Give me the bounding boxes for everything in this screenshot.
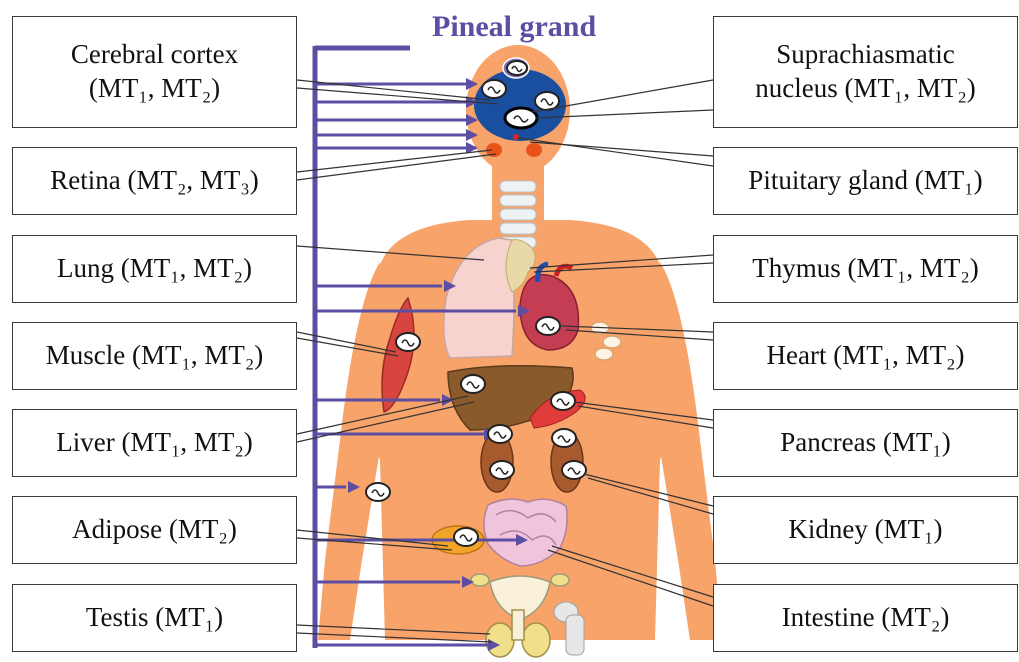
label-intestine: Intestine (MT₂)	[713, 584, 1018, 652]
label-line: Muscle (MT₁, MT₂)	[46, 339, 264, 373]
label-line: Intestine (MT₂)	[782, 601, 950, 635]
label-line: Testis (MT₁)	[86, 601, 223, 635]
label-line: Cerebral cortex	[71, 38, 238, 72]
label-line: Lung (MT₁, MT₂)	[57, 252, 252, 286]
label-kidney: Kidney (MT₁)	[713, 496, 1018, 564]
label-line: Kidney (MT₁)	[788, 513, 942, 547]
spine	[500, 181, 536, 248]
label-line: Heart (MT₁, MT₂)	[766, 339, 964, 373]
label-muscle: Muscle (MT₁, MT₂)	[12, 322, 297, 390]
label-line: (MT₁, MT₂)	[89, 72, 220, 106]
label-line: Pituitary gland (MT₁)	[748, 164, 982, 198]
label-line: Liver (MT₁, MT₂)	[56, 426, 253, 460]
label-line: Thymus (MT₁, MT₂)	[752, 252, 979, 286]
label-pancreas: Pancreas (MT₁)	[713, 409, 1018, 477]
label-line: Retina (MT₂, MT₃)	[50, 164, 259, 198]
label-liver: Liver (MT₁, MT₂)	[12, 409, 297, 477]
label-thymus: Thymus (MT₁, MT₂)	[713, 235, 1018, 303]
label-retina: Retina (MT₂, MT₃)	[12, 147, 297, 215]
label-suprachiasmatic-nucleus: Suprachiasmatic nucleus (MT₁, MT₂)	[713, 16, 1018, 128]
label-pituitary-gland: Pituitary gland (MT₁)	[713, 147, 1018, 215]
label-line: Adipose (MT₂)	[72, 513, 237, 547]
label-lung: Lung (MT₁, MT₂)	[12, 235, 297, 303]
label-heart: Heart (MT₁, MT₂)	[713, 322, 1018, 390]
pineal-gland-title: Pineal grand	[432, 10, 596, 44]
label-testis: Testis (MT₁)	[12, 584, 297, 652]
label-adipose: Adipose (MT₂)	[12, 496, 297, 564]
label-line: Pancreas (MT₁)	[780, 426, 951, 460]
label-line: Suprachiasmatic	[776, 38, 954, 72]
label-cerebral-cortex: Cerebral cortex (MT₁, MT₂)	[12, 16, 297, 128]
label-line: nucleus (MT₁, MT₂)	[755, 72, 976, 106]
